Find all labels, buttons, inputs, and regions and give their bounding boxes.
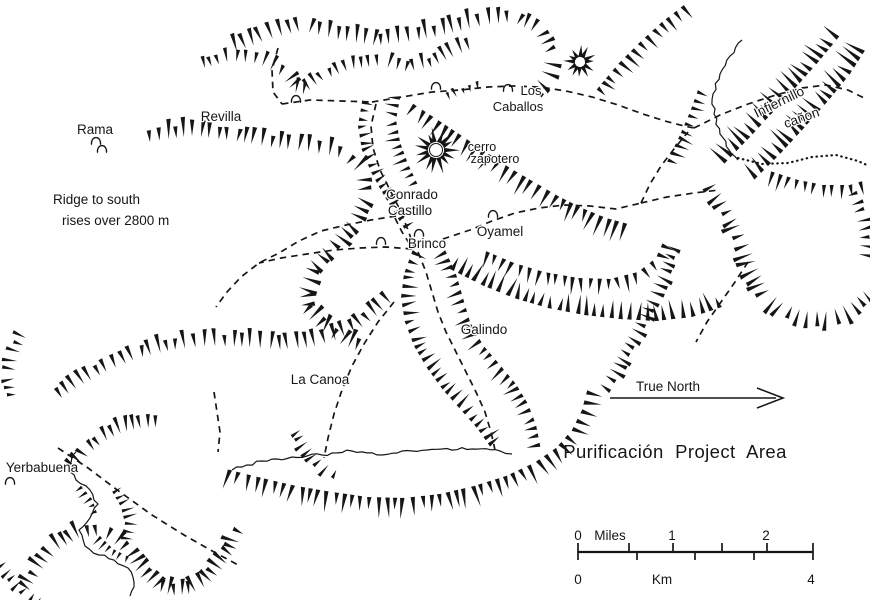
hut-symbol — [502, 83, 514, 92]
place-label-rama: Rama — [77, 122, 114, 137]
hut-symbol — [4, 476, 16, 485]
hut-symbol — [290, 94, 302, 103]
ridge-note-line1: Ridge to south — [53, 192, 140, 207]
hut-symbol — [430, 81, 442, 90]
hachure-ridge-strokes — [1, 330, 26, 397]
place-label-cerro: cerro — [468, 140, 497, 154]
hachure-ridge-strokes — [702, 184, 870, 331]
scale-miles-tick-label: 0 — [574, 528, 582, 543]
scale-bar: 0 1 2 Miles 0 4 Km — [574, 528, 815, 587]
hachure-ridge-strokes — [357, 100, 414, 229]
scale-miles-tick-label: 1 — [668, 528, 676, 543]
hachure-ridge-strokes — [112, 487, 138, 540]
hut-symbol — [487, 209, 499, 218]
scale-km-tick-label: 0 — [574, 572, 582, 587]
hachure-ridge-strokes — [200, 36, 470, 95]
trail-dashed — [215, 215, 397, 308]
hut-symbol — [375, 236, 387, 245]
hachure-ridge-strokes — [64, 414, 158, 470]
place-label-yerbabuena: Yerbabuena — [6, 460, 79, 475]
hachure-ridge-strokes — [482, 243, 675, 296]
place-label-caballos: Caballos — [493, 99, 544, 114]
map-title: Purificación Project Area — [563, 441, 787, 462]
hill-crater-outline — [429, 143, 443, 157]
hut-symbols-layer — [4, 81, 514, 485]
scale-km-unit: Km — [652, 572, 672, 587]
trail-dashed — [640, 189, 720, 204]
north-arrow-label: True North — [636, 379, 700, 394]
trail-dashed — [370, 103, 415, 248]
hut-symbol — [413, 228, 425, 237]
ridge-note-line2: rises over 2800 m — [62, 213, 169, 228]
hachure-ridge-strokes — [146, 116, 374, 351]
trail-dashed — [695, 261, 749, 343]
hut-symbol — [96, 144, 108, 153]
hachure-ridge-strokes — [0, 562, 42, 600]
streams-layer — [67, 39, 743, 597]
place-label-castillo: Castillo — [388, 203, 432, 218]
scale-miles-tick-label: 2 — [762, 528, 770, 543]
trail-dashed — [420, 202, 642, 247]
hachure-ridge-strokes — [848, 190, 870, 258]
hachure-ridge-strokes — [406, 103, 628, 242]
place-label-revilla: Revilla — [201, 109, 242, 124]
hachure-hill-ring — [563, 44, 596, 77]
trail-dotted — [736, 153, 870, 168]
place-label-la-canoa: La Canoa — [291, 372, 350, 387]
scale-miles-unit: Miles — [594, 528, 626, 543]
scale-km-tick-label: 4 — [807, 572, 815, 587]
place-label-oyamel: Oyamel — [477, 224, 524, 239]
trail-dashed — [213, 391, 221, 453]
hachure-ridge-strokes — [709, 25, 840, 164]
hachure-hill-ring — [414, 127, 460, 174]
place-label-galindo: Galindo — [461, 322, 508, 337]
trail-dashed — [640, 131, 689, 204]
map-title-group: Purificación Project Area — [563, 441, 787, 462]
hachure-ridge-strokes — [744, 42, 865, 180]
hachure-ridge-strokes — [450, 256, 722, 322]
trail-dashed — [258, 246, 413, 264]
hachure-ridge-strokes — [290, 430, 337, 479]
stream-line — [711, 39, 743, 161]
stream-line — [67, 451, 135, 597]
hachure-ridge-strokes — [445, 81, 479, 100]
north-arrow-head — [756, 387, 786, 409]
hachure-ridge-strokes — [17, 520, 244, 596]
place-label-brinco: Brinco — [408, 236, 446, 251]
trails-layer — [57, 47, 870, 567]
ridge-hachures-layer — [0, 5, 870, 600]
trail-dashed — [417, 251, 496, 451]
place-label-zapotero: zapotero — [471, 152, 520, 166]
north-arrow: True North — [610, 378, 786, 409]
place-label-los: Los — [521, 83, 542, 98]
stream-line — [231, 447, 513, 471]
trail-dashed — [271, 47, 283, 105]
hachure-ridge-strokes — [230, 6, 562, 98]
hachure-ridge-strokes — [433, 250, 541, 448]
note-layer: Ridge to south rises over 2800 m — [52, 191, 171, 229]
hachure-ridge-strokes — [222, 390, 603, 520]
trail-dashed — [281, 99, 373, 105]
trail-dashed — [57, 447, 241, 567]
hut-symbol — [90, 136, 102, 145]
hachure-ridge-strokes — [596, 5, 693, 96]
hachure-ridge-strokes — [667, 90, 708, 164]
hachure-ridge-strokes — [75, 485, 97, 515]
place-label-conrado: Conrado — [386, 187, 438, 202]
